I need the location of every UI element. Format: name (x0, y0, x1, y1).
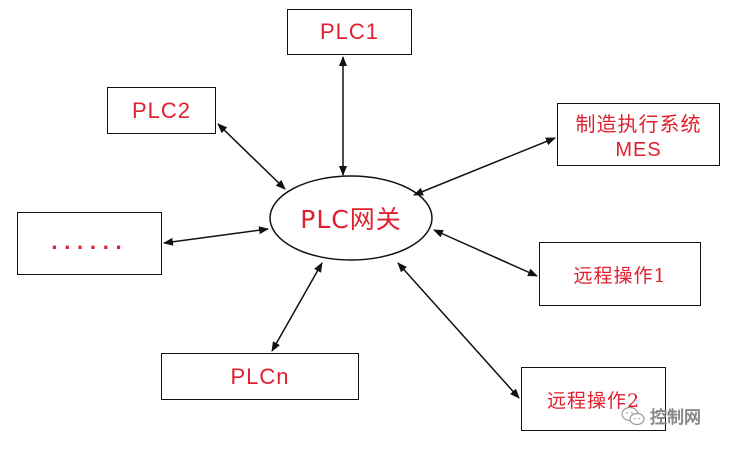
node-remote-op2-label: 远程操作2 (546, 389, 641, 412)
node-plc1: PLC1 (287, 9, 412, 55)
gateway-ellipse (269, 175, 433, 261)
node-plcn: PLCn (161, 353, 359, 400)
node-mes: 制造执行系统 MES (557, 103, 720, 166)
gateway-label: PLC网关 (300, 205, 402, 234)
watermark-text: 控制网 (650, 408, 701, 428)
edge-gateway-mes (413, 137, 556, 196)
node-plcn-label: PLCn (230, 363, 290, 389)
wechat-icon (621, 406, 645, 425)
watermark: 控制网 (620, 403, 701, 428)
edge-gateway-dots (163, 226, 269, 246)
edge-gateway-op2 (397, 262, 520, 399)
node-plc2-label: PLC2 (131, 97, 192, 123)
node-plc1-label: PLC1 (319, 19, 380, 44)
edge-gateway-plc2 (217, 123, 286, 190)
node-remote-op1-label: 远程操作1 (573, 264, 667, 287)
node-more-plcs-label: ...... (50, 233, 129, 254)
node-mes-label-cn: 制造执行系统 (575, 111, 702, 136)
edge-gateway-plcn (271, 262, 323, 352)
node-mes-label-en: MES (615, 138, 662, 161)
node-plc2: PLC2 (107, 87, 216, 134)
node-remote-op1: 远程操作1 (539, 242, 701, 306)
node-more-plcs: ...... (17, 212, 162, 275)
edge-gateway-op1 (433, 229, 538, 277)
